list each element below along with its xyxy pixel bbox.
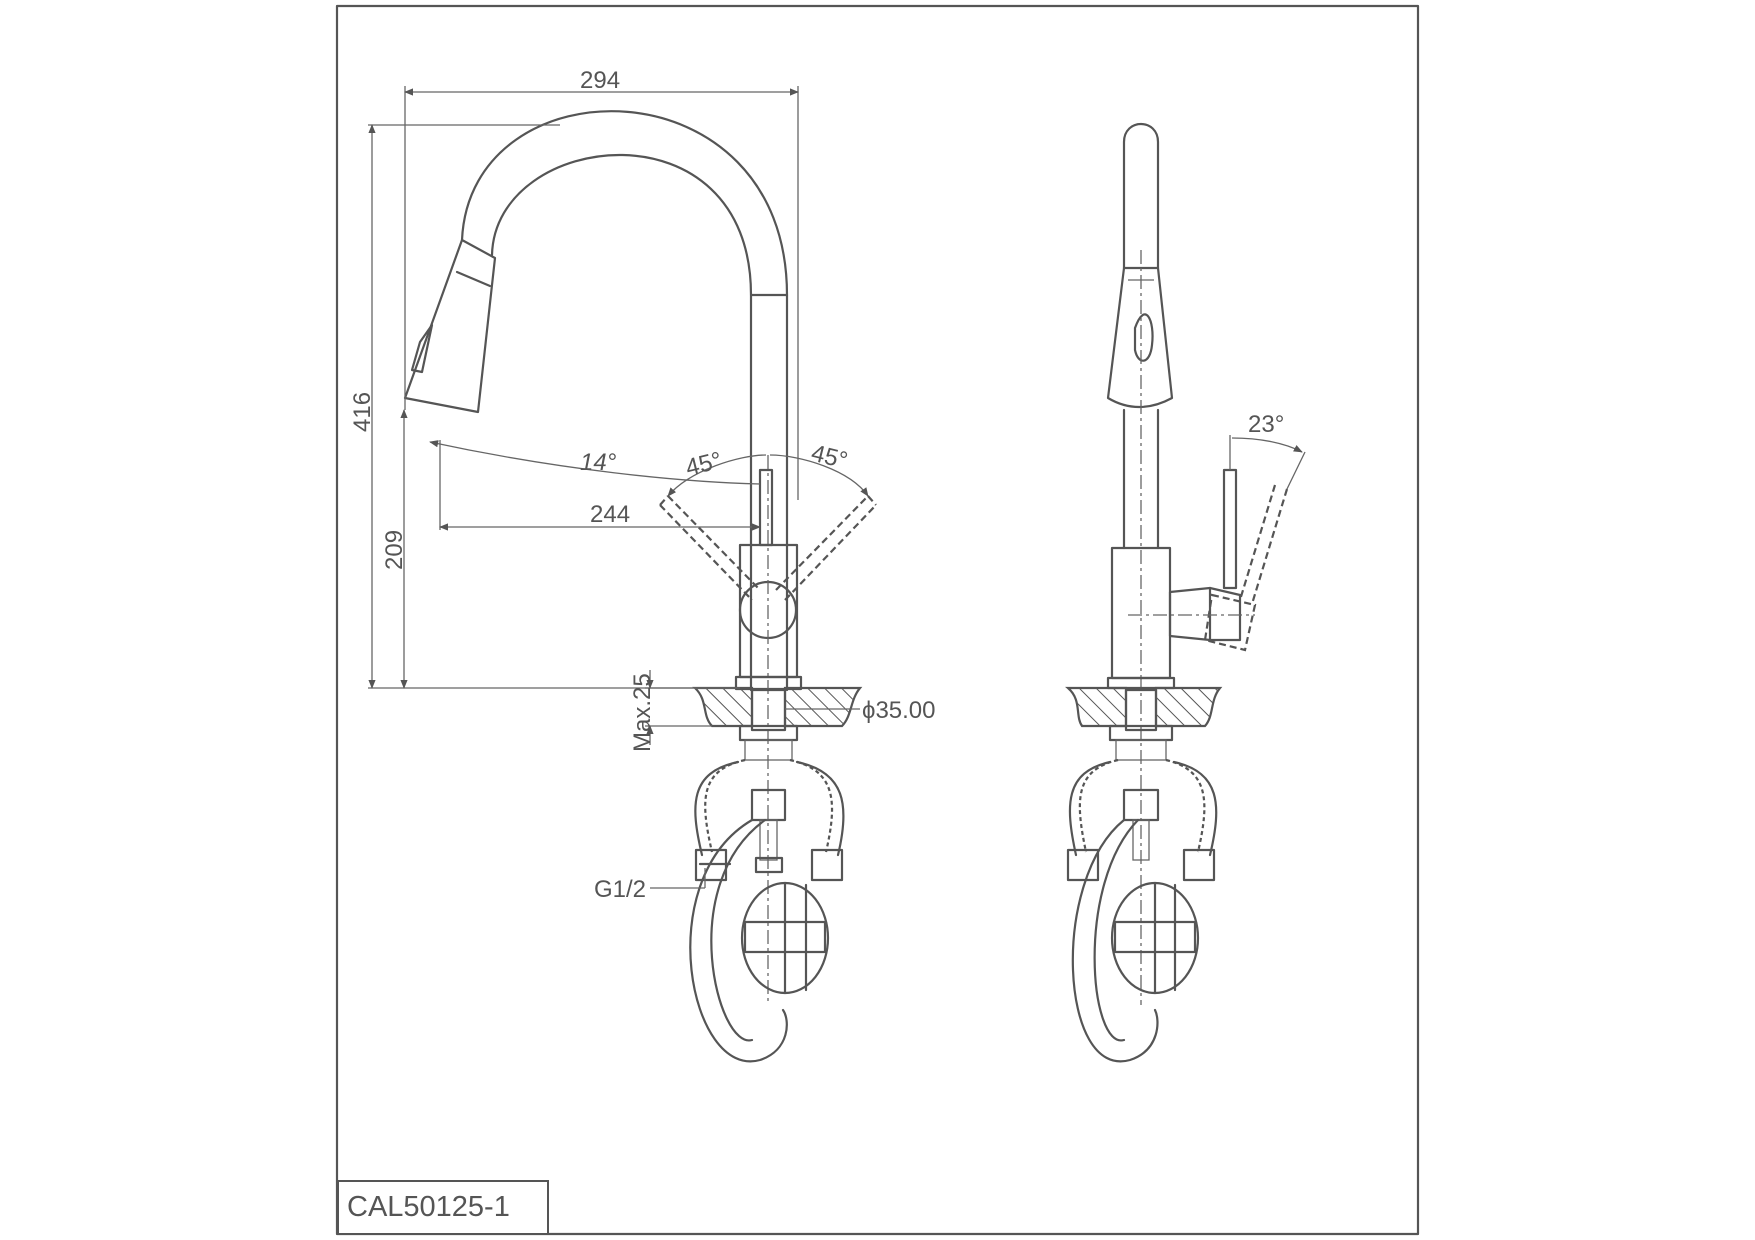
side-deck-left [1065, 686, 1128, 728]
dim-hole-diameter-label: ϕ35.00 [862, 697, 936, 724]
dim-reach-label: 294 [580, 67, 620, 94]
dim-connection-label: G1/2 [594, 876, 646, 903]
model-number: CAL50125-1 [347, 1191, 510, 1223]
front-view [403, 110, 877, 1063]
dim-spout-height-label: 209 [381, 530, 408, 570]
dim-total-height-label: 416 [349, 392, 376, 432]
dim-handle-left-label: 45° [683, 447, 725, 482]
front-deck-right [783, 686, 863, 728]
front-deck-left [692, 686, 754, 728]
front-spray-head [403, 238, 497, 414]
dim-spray-angle-label: 14° [580, 449, 617, 476]
title-block: CAL50125-1 [337, 1180, 549, 1235]
front-pullout-hose [689, 818, 788, 1063]
front-spout-inner [490, 153, 753, 692]
front-handle-stem [758, 468, 774, 547]
side-view [1065, 122, 1306, 1063]
side-pullout-hose [1071, 818, 1159, 1063]
dim-handle-tilt-label: 23° [1248, 411, 1284, 438]
side-deck-right [1154, 686, 1223, 728]
dim-spray-reach-label: 244 [590, 501, 630, 528]
front-dimensions [368, 86, 869, 889]
drawing-frame [335, 4, 1420, 1236]
front-spout-outer [460, 110, 789, 692]
side-spout [1122, 122, 1160, 270]
dim-deck-thickness-label: Max.25 [629, 673, 656, 752]
dim-handle-right-label: 45° [809, 440, 851, 475]
